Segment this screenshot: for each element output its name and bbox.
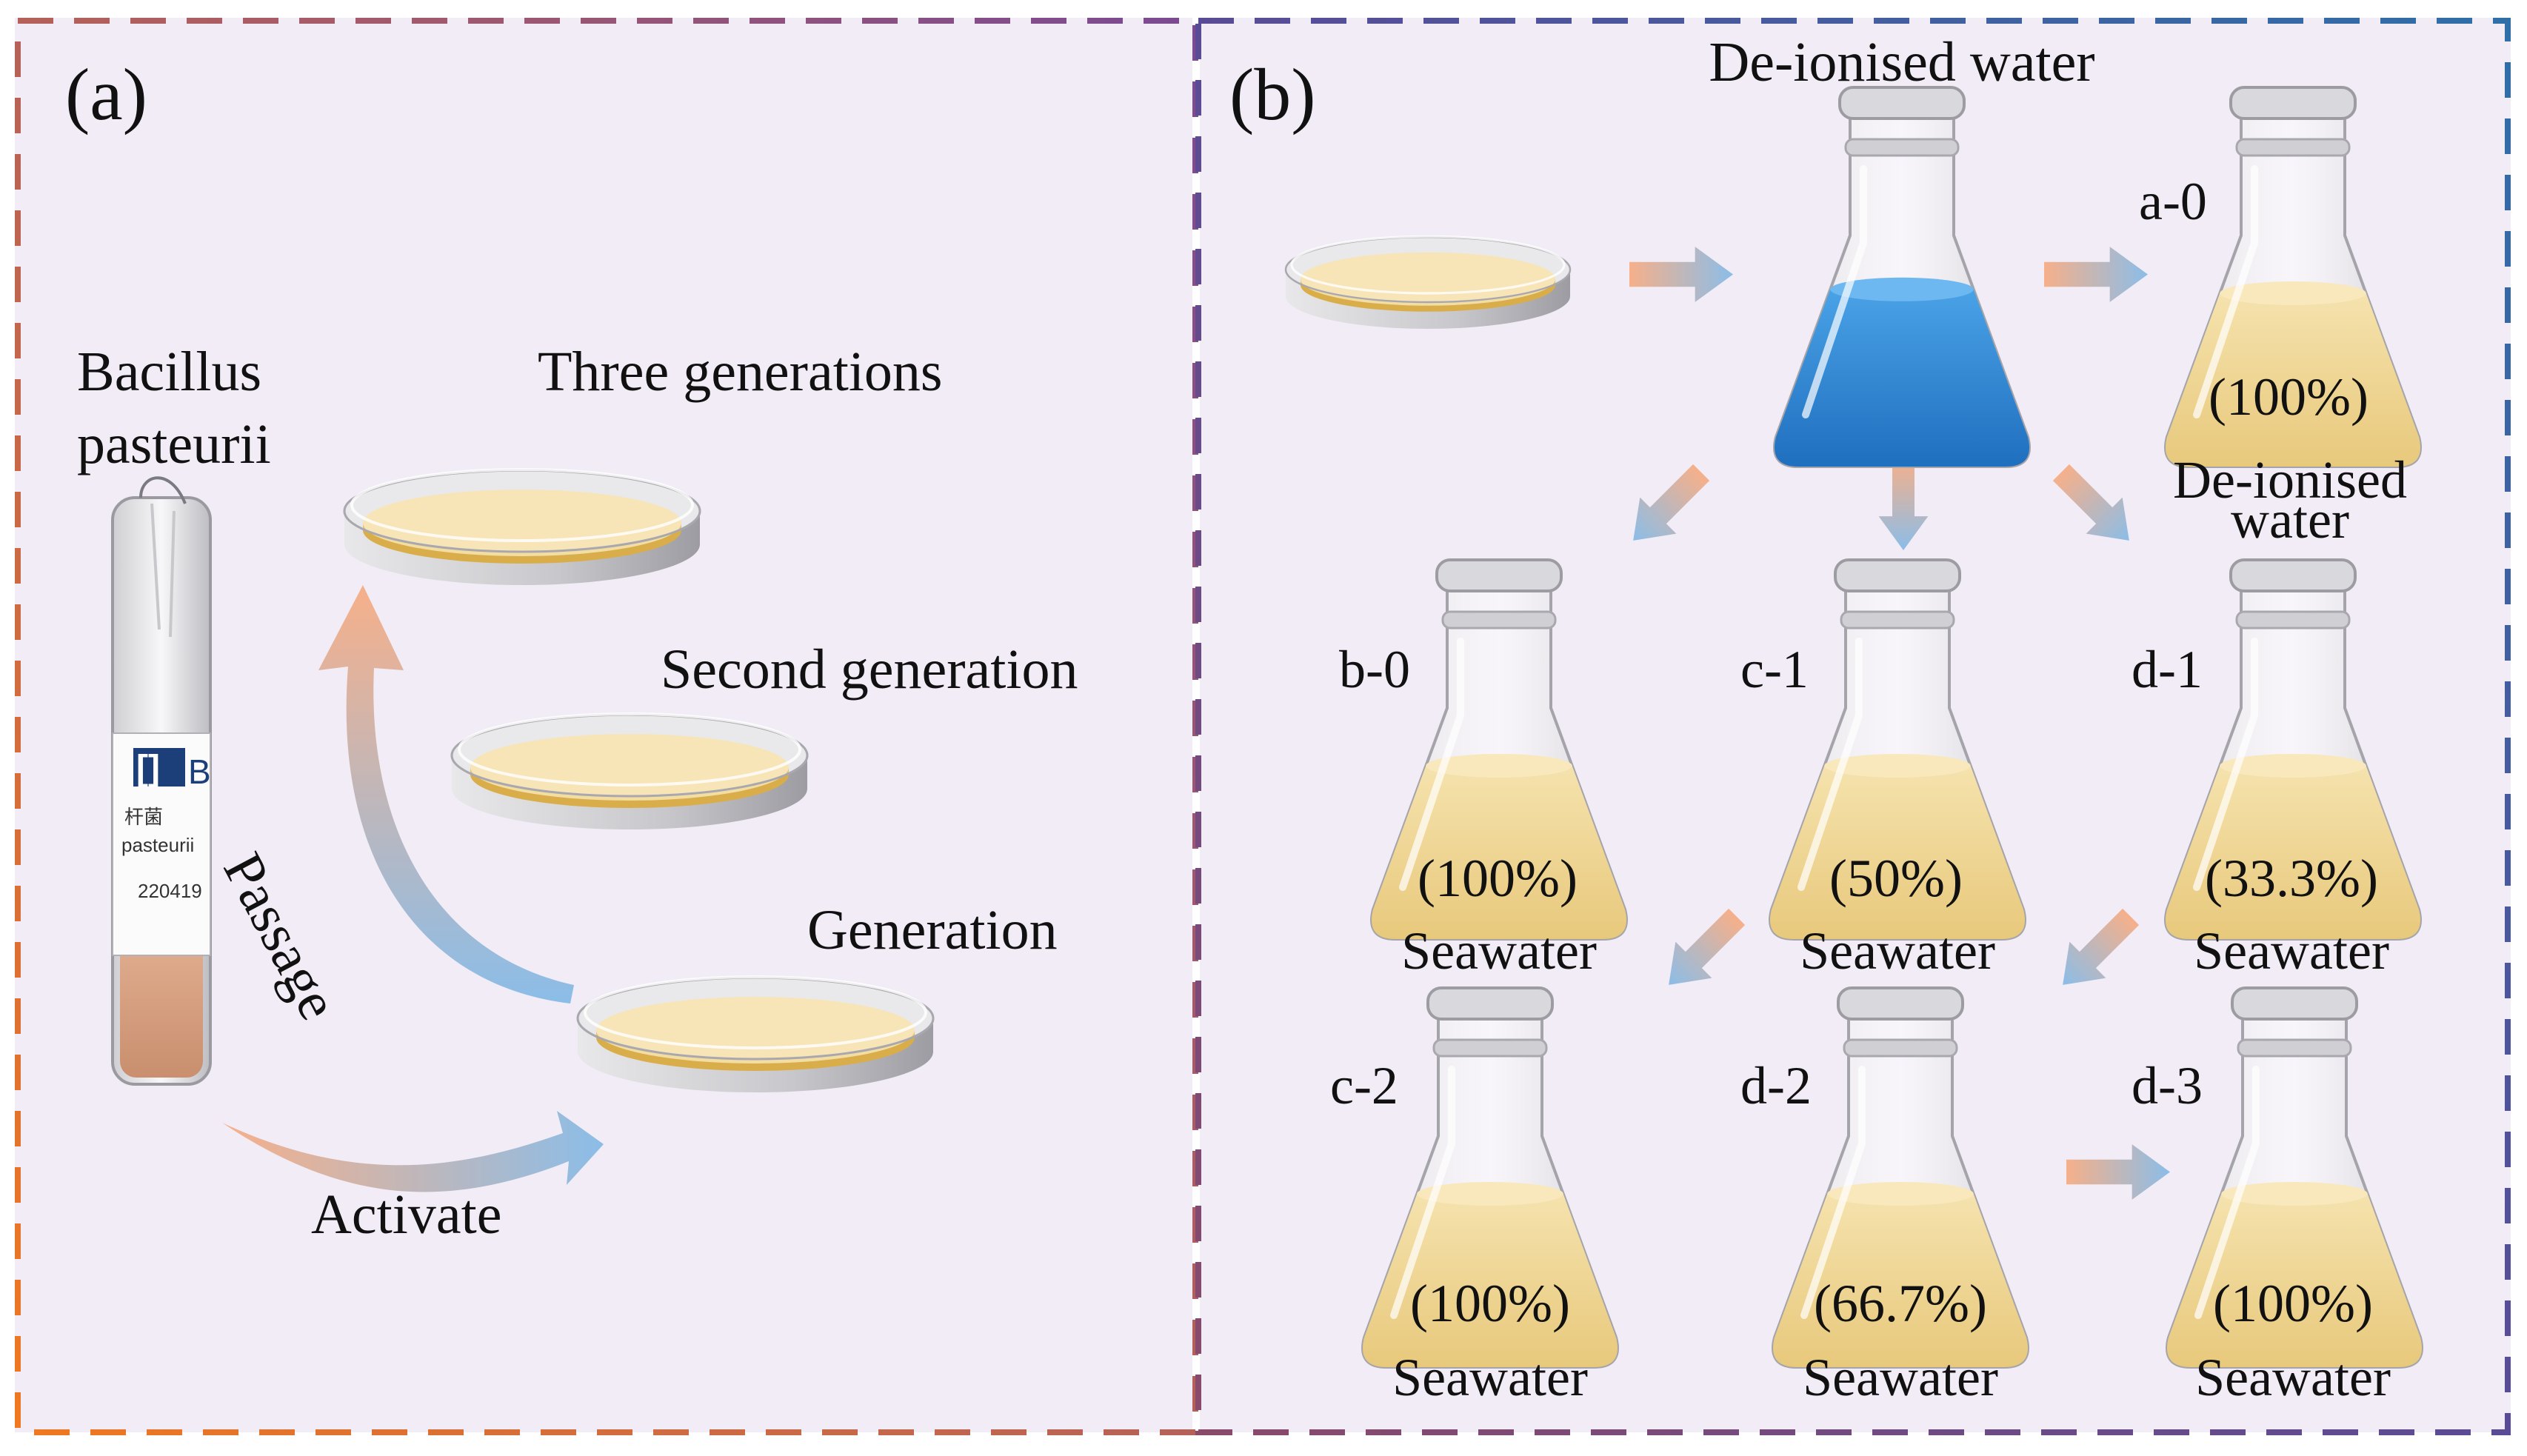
dish-generation [576,975,935,1094]
culture-medium-liquid [1372,766,1626,939]
flask-rim [1837,986,1964,1021]
glass-highlight [2193,165,2258,418]
flask-c1 [1769,558,2026,941]
panel-a-label: (a) [65,53,147,136]
liquid-surface [1824,754,1971,778]
flask-rim [1426,986,1554,1021]
flask-neck-ring [1441,610,1557,630]
test-tube: [] B 杆菌 pasteurii 220419 [111,476,212,1086]
dish-second-generation [450,712,809,831]
dish-three-generations [343,468,701,587]
glass-highlight [1800,1066,1866,1319]
flask-c1-caption: Seawater [1800,921,1995,981]
liquid-surface [2221,1182,2368,1206]
tube-cn-text: 杆菌 [124,807,163,829]
liquid-surface [1830,277,1974,301]
label-deionised-line2: water [2231,490,2349,550]
flask-neck-ring [1840,610,1955,630]
flask-rim [2229,558,2357,592]
flask-rim [1834,558,1961,592]
tube-name-text: pasteurii [121,834,194,856]
flask-neck-ring [1843,1038,1958,1058]
tube-brand-text: B [188,752,211,791]
culture-medium-liquid [2166,293,2420,467]
label-activate: Activate [311,1183,502,1246]
flask-c1-pct: (50%) [1829,849,1963,908]
liquid-surface [2220,281,2366,305]
liquid-surface [1426,754,1572,778]
activate-arrow [222,1111,604,1192]
label-three-generations: Three generations [538,341,943,403]
panel-b-border [1195,18,2511,1435]
flask-rim [1838,86,1966,120]
liquid-surface [2220,754,2366,778]
tube-code-text: 220419 [138,880,202,902]
flask-rim [2229,86,2357,120]
culture-medium-liquid [1770,766,2025,939]
glass-highlight [1399,638,1464,891]
flask-c1-code: c-1 [1740,640,1809,699]
liquid-surface [1417,1182,1563,1206]
strain-name-line2: pasteurii [77,413,271,475]
flask-d1-caption: Seawater [2194,921,2389,981]
flask-b0-code: b-0 [1339,640,1410,699]
flask-d2-code: d-2 [1740,1056,1812,1115]
flask-d2-caption: Seawater [1803,1348,1998,1407]
glass-highlight [1797,638,1863,891]
flask-d2-pct: (66.7%) [1814,1274,1987,1333]
flask-deionised-water [1773,86,2031,468]
liquid-surface [1827,1182,1974,1206]
flask-rim [1435,558,1563,592]
passage-arrow [318,585,574,1003]
flask-a0-pct: (100%) [2209,367,2369,427]
flask-neck-ring [1844,138,1960,157]
flask-d3-pct: (100%) [2213,1274,2373,1333]
glass-highlight [1802,165,1867,418]
strain-name-line1: Bacillus [77,341,262,403]
flask-c2-pct: (100%) [1410,1274,1570,1333]
flask-c2-caption: Seawater [1392,1348,1588,1407]
flask-neck-ring [1432,1038,1548,1058]
flask-d1-pct: (33.3%) [2205,849,2378,908]
flask-d2 [1772,986,2029,1369]
label-generation: Generation [807,899,1058,961]
glass-highlight [2194,1066,2260,1319]
flask-a0-code: a-0 [2139,172,2207,231]
deionised-water-liquid [1775,289,2029,467]
label-second-generation: Second generation [661,638,1078,701]
flask-d3-caption: Seawater [2195,1348,2391,1407]
flask-c2-code: c-2 [1330,1056,1398,1115]
flask-d3-code: d-3 [2132,1056,2203,1115]
flask-rim [2231,986,2358,1021]
glass-highlight [2193,638,2258,891]
tube-logo-icon [133,748,185,787]
flask-b0-caption: Seawater [1401,921,1597,981]
glass-highlight [1390,1066,1455,1319]
dish-source [1284,235,1572,330]
flask-b0 [1370,558,1628,941]
flask-neck-ring [2235,138,2351,157]
panel-b-label: (b) [1229,53,1316,136]
flask-a0 [2164,86,2422,468]
flask-neck-ring [2237,1038,2352,1058]
culture-medium-liquid [2166,766,2420,939]
flask-d1 [2164,558,2422,941]
flask-d3 [2166,986,2423,1369]
flask-d1-code: d-1 [2132,640,2203,699]
flask-c2 [1361,986,1619,1369]
label-deionised-water-top: De-ionised water [1709,31,2095,93]
culture-medium-liquid [2167,1194,2422,1367]
flask-group [1361,86,2423,1369]
culture-medium-liquid [1773,1194,2028,1367]
culture-medium-liquid [1363,1194,1618,1367]
flask-b0-pct: (100%) [1418,849,1578,908]
flask-neck-ring [2235,610,2351,630]
label-deionised-line1: De-ionised [2173,450,2407,510]
svg-text:[]: [] [136,749,160,788]
